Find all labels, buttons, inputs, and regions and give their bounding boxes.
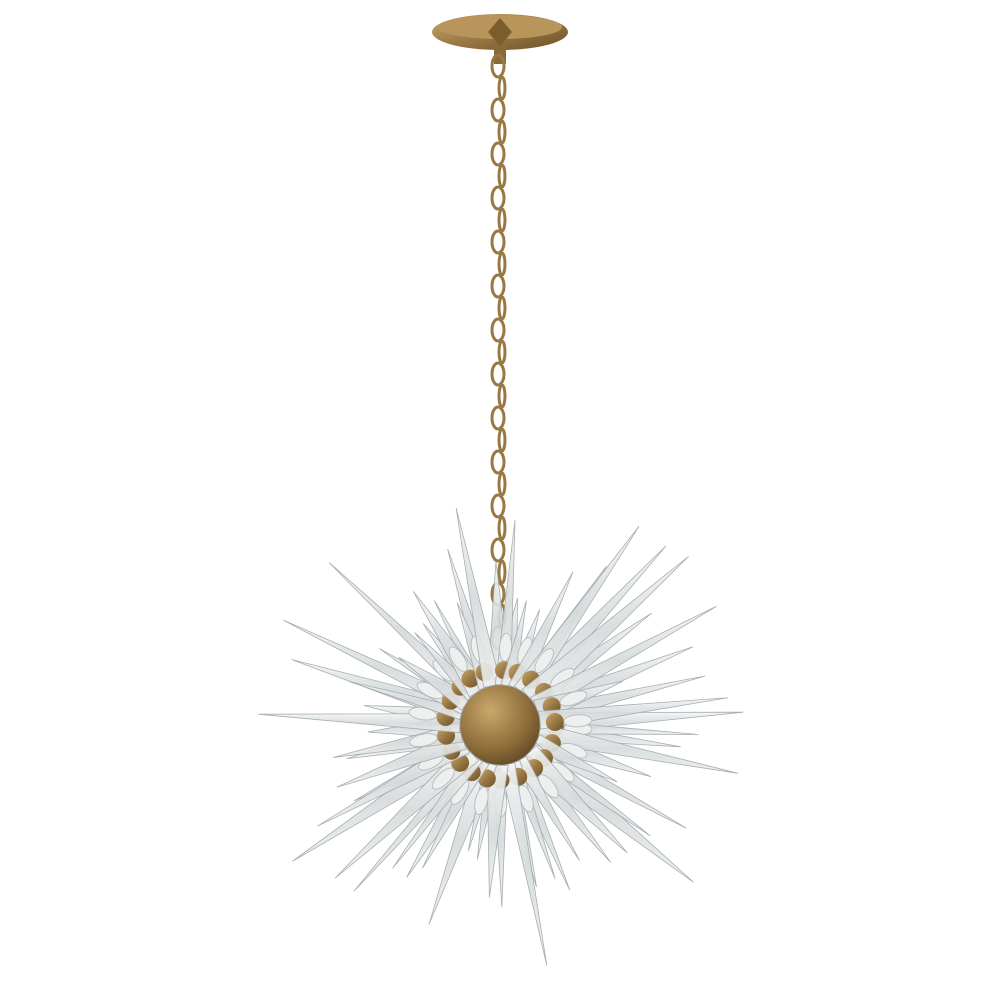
bulb	[431, 767, 455, 790]
glass-spike	[529, 605, 717, 715]
glass-spike	[455, 507, 502, 688]
chain-link	[497, 119, 507, 145]
bulb	[408, 706, 438, 721]
glass-spike	[513, 755, 580, 861]
chain-link	[497, 383, 507, 409]
chain-link	[490, 273, 506, 299]
chain-link	[497, 515, 507, 541]
glass-spike	[499, 762, 548, 966]
bulb	[534, 648, 554, 674]
glass-spike	[500, 600, 527, 688]
chain-link	[497, 251, 507, 277]
chain-link	[497, 559, 507, 585]
glass-spike	[521, 556, 689, 707]
glass-spike	[349, 681, 464, 721]
glass-spike	[398, 656, 473, 711]
glass-spike	[507, 571, 574, 694]
bulb	[448, 646, 468, 672]
bulb	[563, 714, 593, 728]
chain-link	[497, 295, 507, 321]
chain-link	[490, 229, 506, 255]
brass-sphere	[452, 677, 548, 773]
bulb	[409, 733, 438, 748]
bulb	[474, 786, 489, 815]
chain-link	[490, 317, 506, 343]
bulb	[559, 690, 588, 707]
glass-spike	[531, 734, 618, 783]
chain-link	[490, 493, 506, 519]
chain-link	[490, 53, 506, 79]
glass-spike	[536, 723, 739, 774]
glass-spike	[422, 755, 490, 869]
chain	[490, 53, 507, 651]
brass-socket	[545, 713, 564, 732]
chain-link	[490, 405, 506, 431]
glass-spike	[332, 722, 464, 758]
chain-link	[490, 185, 506, 211]
chain-link	[497, 471, 507, 497]
chain-link	[490, 537, 506, 563]
chain-link	[497, 339, 507, 365]
glass-spike	[486, 763, 509, 898]
chain-link	[497, 427, 507, 453]
chain-link	[490, 449, 506, 475]
glass-spikes-front	[258, 507, 739, 966]
glass-spike	[518, 744, 628, 854]
bulb	[499, 632, 513, 662]
glass-spike	[392, 752, 483, 869]
chain-link	[490, 141, 506, 167]
chain-link	[497, 163, 507, 189]
glass-spike	[258, 713, 461, 734]
chain-link	[497, 75, 507, 101]
chain-link	[490, 97, 506, 123]
chain-link	[497, 207, 507, 233]
chain-link	[490, 361, 506, 387]
